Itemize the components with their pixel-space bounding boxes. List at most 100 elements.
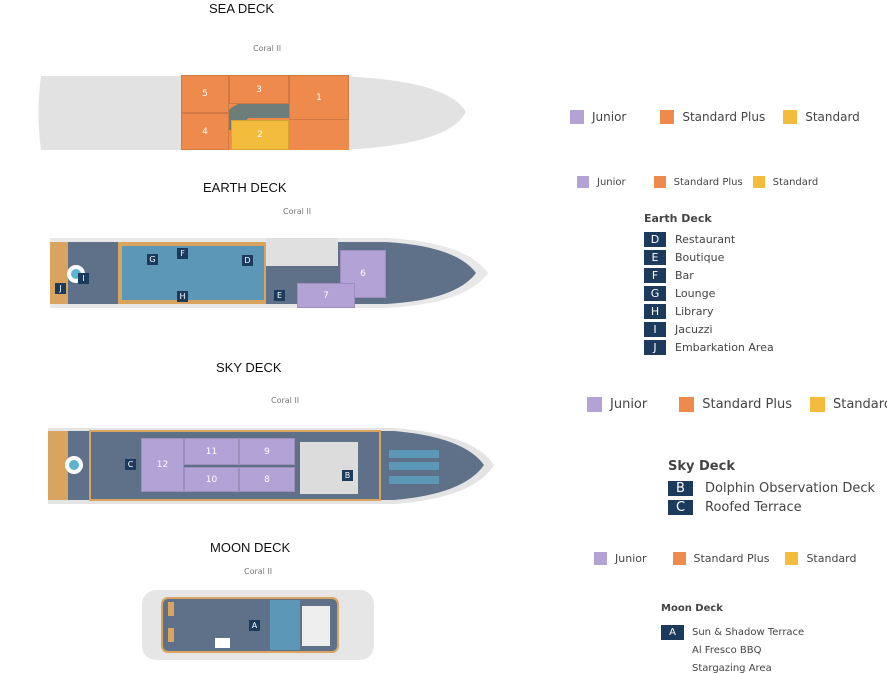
- ship-name: Coral II: [253, 44, 282, 53]
- legend-standard: Standard: [832, 397, 887, 412]
- legend-standard-plus: Standard Plus: [693, 552, 770, 565]
- area-row: J Embarkation Area: [644, 338, 774, 356]
- junior-swatch: [594, 552, 607, 565]
- area-name: Stargazing Area: [692, 662, 772, 673]
- earth-deck-title: EARTH DECK: [203, 180, 287, 195]
- area-code-badge: E: [644, 249, 666, 265]
- cabin-2[interactable]: 2: [231, 120, 289, 150]
- tag-f: F: [177, 248, 188, 259]
- legend-standard-plus: Standard Plus: [673, 176, 743, 188]
- area-code-badge: B: [668, 481, 693, 496]
- ship-name: Coral II: [244, 567, 273, 576]
- tag-b: B: [342, 470, 353, 481]
- area-row: A Sun & Shadow Terrace: [661, 623, 804, 641]
- tag-j: J: [55, 283, 66, 294]
- legend-junior: Junior: [597, 176, 626, 188]
- sea-deck-title: SEA DECK: [209, 1, 275, 16]
- standard-swatch: [752, 176, 765, 188]
- moon-deck-list-title: Moon Deck: [661, 603, 723, 614]
- legend-junior: Junior: [615, 552, 647, 565]
- area-name: Embarkation Area: [675, 340, 774, 354]
- standard-plus-swatch: [672, 552, 686, 565]
- area-code-badge: F: [644, 267, 666, 283]
- tag-d: D: [242, 255, 253, 266]
- cabin-1[interactable]: 1: [289, 75, 349, 120]
- area-code-badge: [661, 643, 684, 658]
- area-name: Sun & Shadow Terrace: [692, 626, 805, 638]
- cabin-4[interactable]: 4: [181, 113, 229, 150]
- area-row: Al Fresco BBQ: [661, 641, 804, 659]
- moon-deck-areas: Moon Deck A Sun & Shadow Terrace Al Fresco…: [661, 603, 804, 673]
- area-name: Al Fresco BBQ: [692, 644, 762, 656]
- standard-swatch: [785, 552, 799, 565]
- junior-swatch: [570, 110, 584, 124]
- standard-swatch: [809, 397, 825, 412]
- legend-standard: Standard: [805, 110, 860, 124]
- area-row: Stargazing Area: [661, 659, 804, 673]
- legend-standard: Standard: [772, 176, 819, 188]
- sky-deck-hull: [48, 428, 494, 504]
- ship-name: Coral II: [283, 207, 312, 216]
- sky-deck-legend: Junior Standard Plus Standard: [587, 397, 887, 412]
- area-name: Restaurant: [675, 232, 736, 246]
- legend-junior: Junior: [592, 110, 627, 124]
- legend-junior: Junior: [610, 397, 648, 412]
- area-name: Lounge: [675, 286, 716, 300]
- legend-standard-plus: Standard Plus: [682, 110, 766, 124]
- area-code-badge: J: [644, 339, 666, 355]
- sky-deck-title: SKY DECK: [216, 360, 282, 375]
- ship-name: Coral II: [271, 396, 300, 405]
- legend-standard: Standard: [806, 552, 857, 565]
- area-row: G Lounge: [644, 284, 774, 302]
- area-name: Library: [675, 304, 714, 318]
- cabin-3[interactable]: 3: [229, 75, 289, 104]
- area-row: H Library: [644, 302, 774, 320]
- cabin-11[interactable]: 11: [184, 438, 239, 465]
- moon-deck-title: MOON DECK: [210, 540, 291, 555]
- cabin-12[interactable]: 12: [141, 438, 184, 492]
- area-name: Bar: [675, 268, 694, 282]
- tag-g: G: [147, 254, 158, 265]
- tag-c: C: [125, 459, 136, 470]
- area-row: C Roofed Terrace: [668, 498, 875, 517]
- cabin-7[interactable]: 7: [297, 283, 355, 308]
- cabin-5[interactable]: 5: [181, 75, 229, 113]
- earth-deck-list-title: Earth Deck: [644, 212, 712, 225]
- standard-plus-swatch: [660, 110, 675, 124]
- sky-deck-list-title: Sky Deck: [668, 459, 735, 474]
- cabin-8[interactable]: 8: [239, 467, 295, 492]
- area-code-badge: D: [644, 231, 666, 247]
- cabin-10[interactable]: 10: [184, 467, 239, 492]
- earth-deck-hull: [50, 238, 488, 308]
- area-code-badge: G: [644, 285, 666, 301]
- standard-swatch: [783, 110, 798, 124]
- area-row: B Dolphin Observation Deck: [668, 479, 875, 498]
- area-name: Roofed Terrace: [705, 500, 802, 515]
- area-name: Boutique: [675, 250, 725, 264]
- area-row: F Bar: [644, 266, 774, 284]
- area-code-badge: I: [644, 321, 666, 337]
- area-code-badge: H: [644, 303, 666, 319]
- area-row: E Boutique: [644, 248, 774, 266]
- cabin-9[interactable]: 9: [239, 438, 295, 465]
- junior-swatch: [577, 176, 589, 188]
- area-row: D Restaurant: [644, 230, 774, 248]
- tag-h: H: [177, 291, 188, 302]
- junior-swatch: [587, 397, 602, 412]
- standard-plus-swatch: [679, 397, 695, 412]
- moon-deck-legend: Junior Standard Plus Standard: [594, 552, 856, 565]
- earth-deck-legend: Junior Standard Plus Standard: [577, 176, 818, 188]
- sea-deck-legend: Junior Standard Plus Standard: [570, 110, 860, 124]
- tag-i: I: [78, 273, 89, 284]
- tag-a: A: [249, 620, 260, 631]
- area-code-badge: [661, 661, 684, 673]
- standard-plus-swatch: [653, 176, 666, 188]
- area-name: Dolphin Observation Deck: [705, 481, 876, 496]
- legend-standard-plus: Standard Plus: [702, 397, 792, 412]
- area-code-badge: A: [661, 624, 684, 640]
- area-code-badge: C: [668, 500, 693, 515]
